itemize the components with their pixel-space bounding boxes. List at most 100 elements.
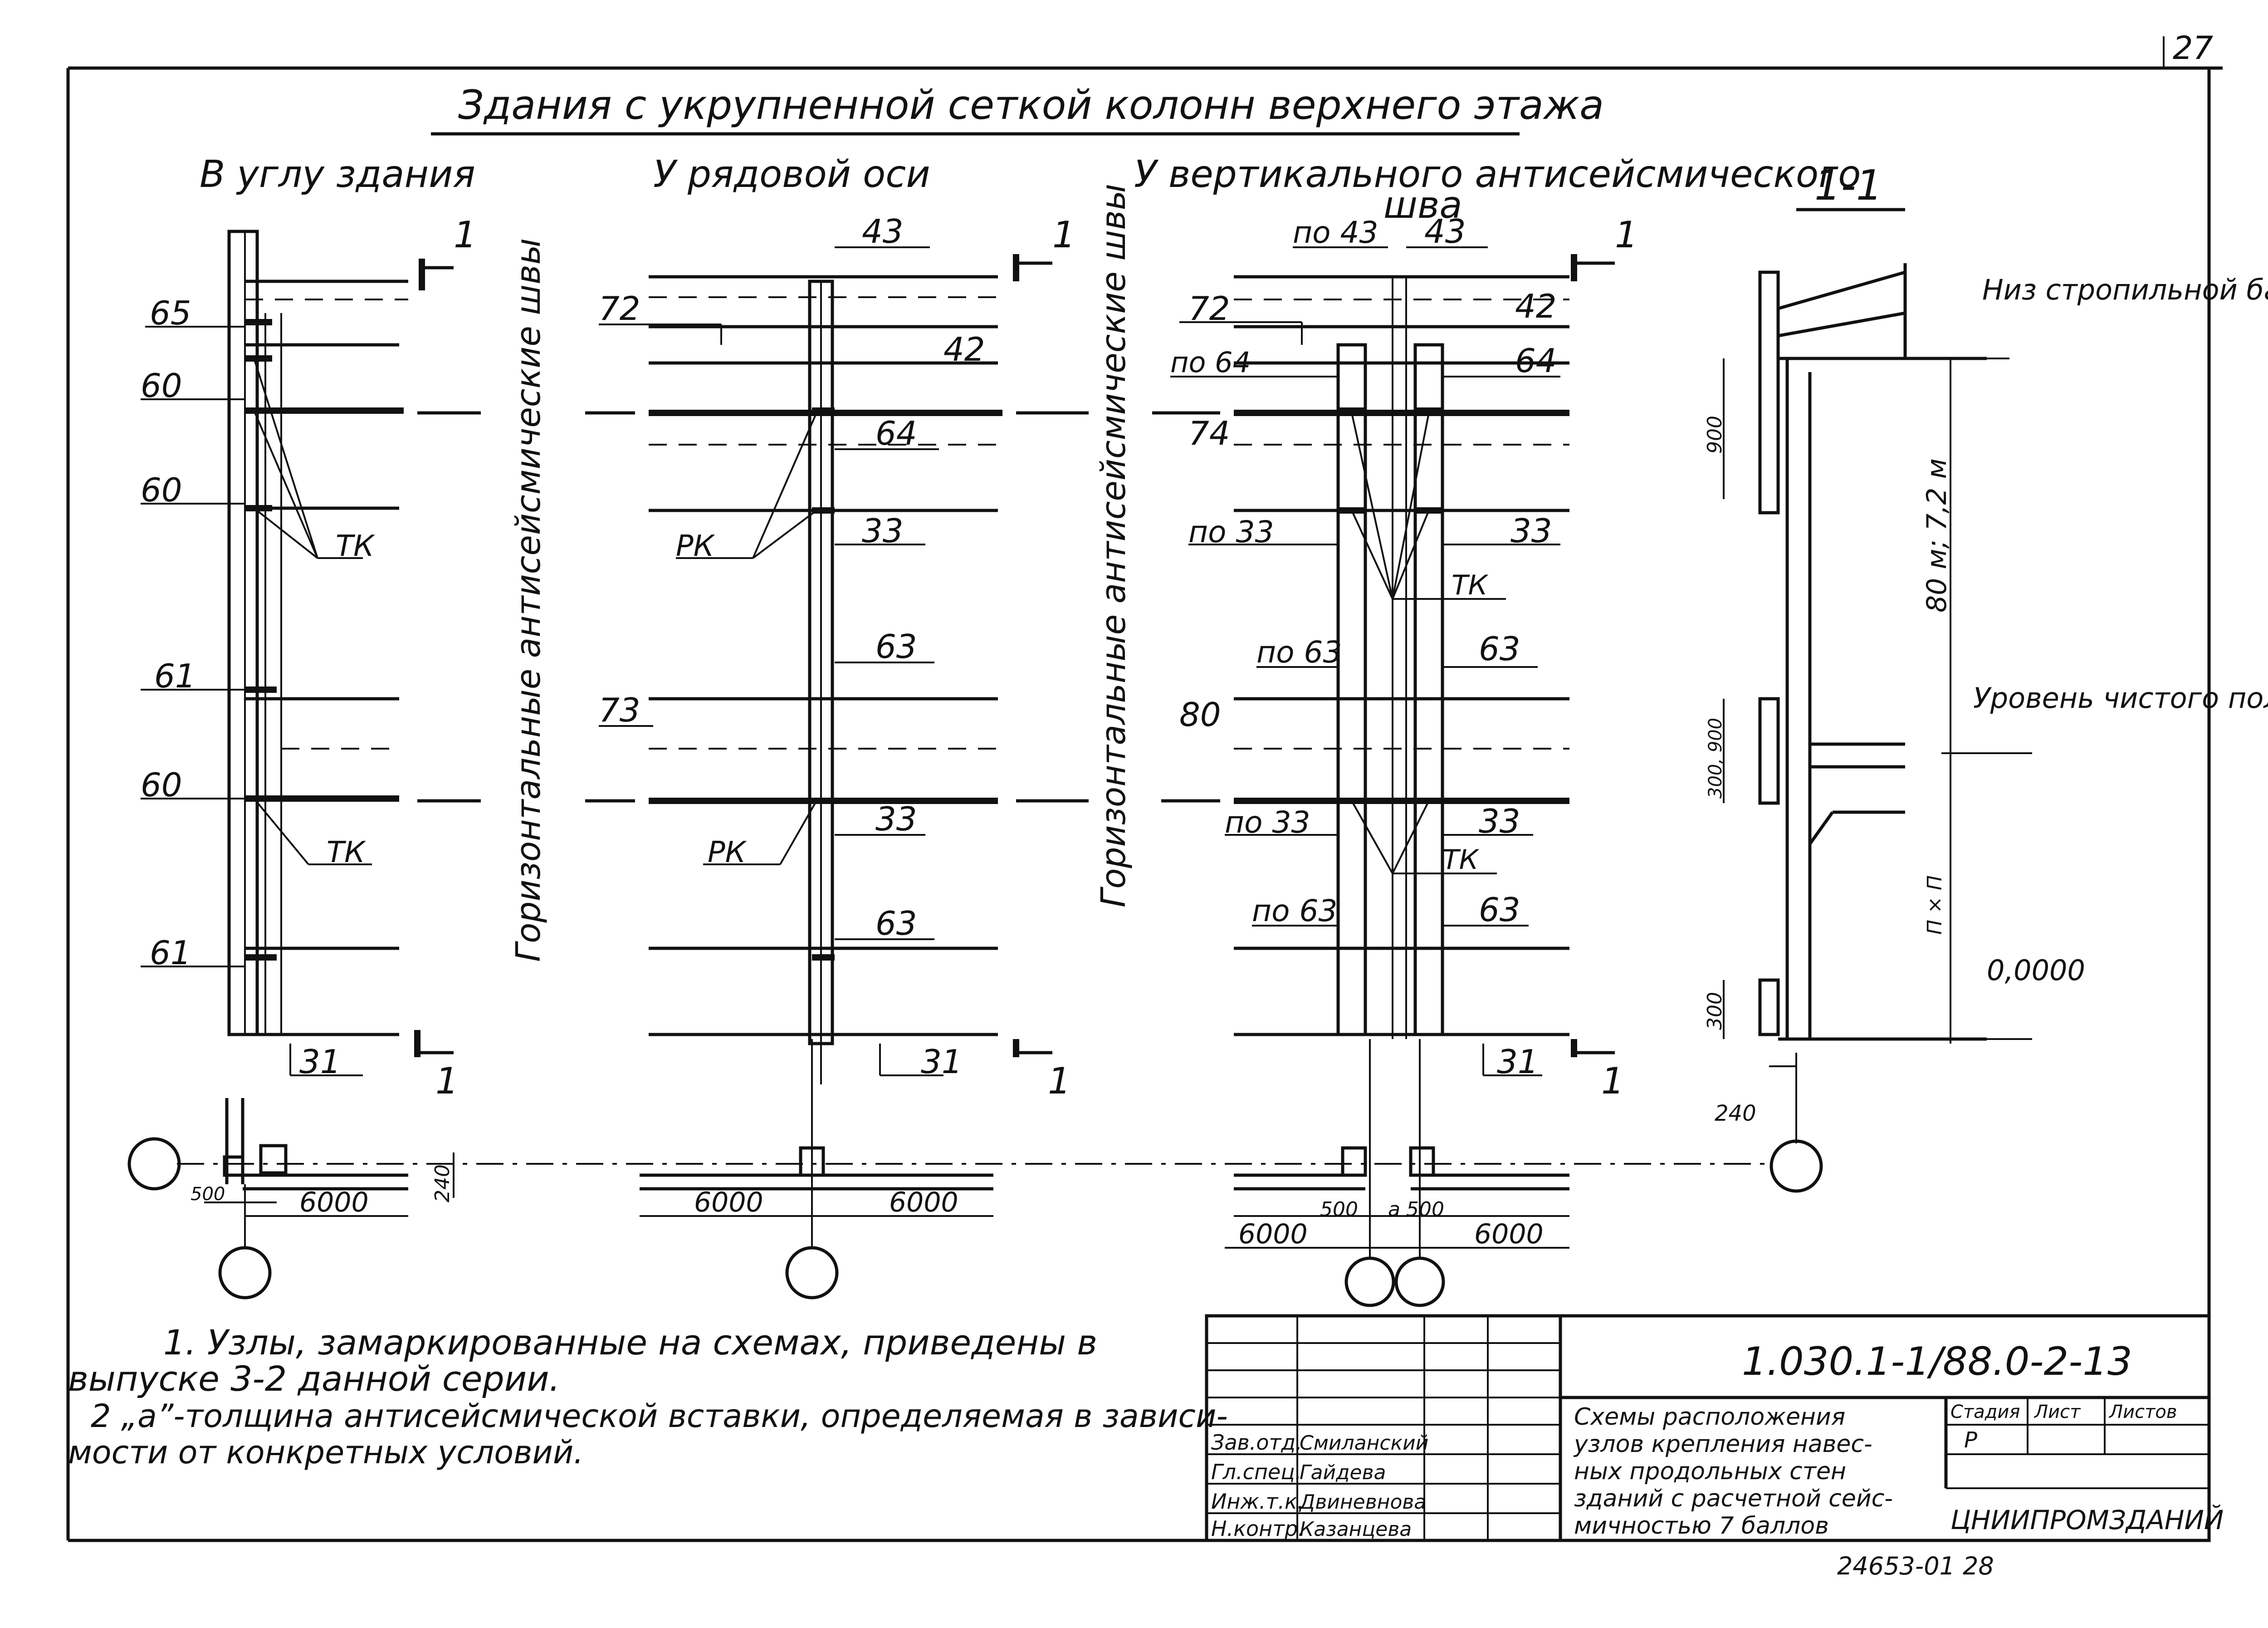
tb-description-2: узлов крепления навес- (1573, 1431, 1872, 1458)
axis-bubble-row (785, 1246, 839, 1299)
joint-label-31: 31 (1497, 1043, 1539, 1081)
section-label-height: 80 м; 7,2 м (1921, 458, 1953, 613)
elevation-corner (141, 230, 481, 1076)
joint-label-63b: 63 (1479, 891, 1520, 929)
section-label-floor: Уровень чистого пола (1973, 682, 2268, 715)
tb-stage-header: Стадия (1950, 1402, 2020, 1422)
tb-sheet-header: Лист (2033, 1402, 2081, 1422)
view-heading-seismic-joint-1: У вертикального антисейсмического (1134, 153, 1861, 196)
axis-bubble-joint-right (1394, 1256, 1445, 1307)
tb-name-3: Двиневнова (1299, 1491, 1426, 1514)
axis-bubble-joint-left (1344, 1256, 1395, 1307)
corner-label-60a: 60 (141, 367, 182, 405)
plan-dim-joint-6000-right: 6000 (1474, 1218, 1544, 1250)
joint-label-74: 74 (1188, 414, 1230, 452)
joint-label-43: 43 (1424, 212, 1466, 250)
row-label-pk-1: РК (676, 530, 715, 563)
plan-dim-corner-240: 240 (431, 1164, 454, 1202)
plan-dim-joint-6000-left: 6000 (1238, 1218, 1308, 1250)
row-label-64: 64 (875, 414, 917, 452)
view-heading-seismic-joint-2: шва (1383, 184, 1462, 227)
view-heading-corner: В углу здания (200, 153, 475, 196)
plan-dim-joint-a: a (1388, 1198, 1400, 1221)
view-heading-section: 1-1 (1814, 161, 1882, 210)
row-label-33b: 33 (875, 800, 917, 838)
corner-section-mark-bottom: 1 (435, 1060, 459, 1102)
joint-label-po43: по 43 (1293, 215, 1378, 250)
tb-sheets-header: Листов (2108, 1402, 2177, 1422)
joint-label-po63b: по 63 (1252, 893, 1338, 928)
page-number: 27 (2173, 29, 2213, 67)
row-label-72: 72 (599, 289, 640, 328)
row-label-42: 42 (943, 330, 985, 368)
elevation-row-axis (585, 246, 1089, 1084)
joint-label-tk-1: ТК (1452, 569, 1489, 601)
joint-label-42: 42 (1515, 287, 1557, 325)
plan-dim-corner-6000: 6000 (299, 1187, 369, 1218)
corner-section-mark-top: 1 (454, 214, 477, 256)
row-label-31: 31 (921, 1043, 963, 1081)
joint-label-po64: по 64 (1170, 346, 1251, 379)
joint-label-po63a: по 63 (1256, 635, 1342, 670)
axis-bubble-section (1769, 1139, 1823, 1193)
joint-section-mark-top: 1 (1615, 214, 1638, 256)
corner-label-61a: 61 (154, 657, 196, 695)
joint-label-33b: 33 (1479, 802, 1520, 840)
section-label-zero: 0,0000 (1987, 954, 2085, 987)
corner-label-31: 31 (299, 1043, 341, 1081)
tb-role-2: Гл.спец. (1211, 1460, 1301, 1484)
tb-description-4: зданий с расчетной сейс- (1574, 1485, 1893, 1512)
elevation-seismic-joint (1152, 246, 1615, 1076)
axis-bubble-corner-bottom (218, 1246, 272, 1299)
joint-label-33a: 33 (1510, 512, 1552, 550)
tb-name-1: Смиланский (1300, 1432, 1428, 1455)
tb-organization: ЦНИИПРОМЗДАНИЙ (1950, 1504, 2224, 1535)
note-2-line-2: мости от конкретных условий. (68, 1434, 584, 1471)
row-label-33a: 33 (862, 512, 904, 550)
tb-role-1: Зав.отд. (1211, 1430, 1302, 1455)
section-1-1 (1723, 263, 2032, 1143)
tb-role-3: Инж.т.к. (1211, 1489, 1304, 1514)
row-label-73: 73 (599, 691, 640, 729)
vertical-note-left: Горизонтальные антисейсмические швы (509, 238, 548, 962)
corner-label-61b: 61 (150, 934, 191, 972)
tb-name-2: Гайдева (1300, 1461, 1386, 1484)
section-dim-300-900: 300, 900 (1705, 718, 1726, 799)
plan-dim-corner-500: 500 (191, 1184, 225, 1205)
note-2-line-1: 2 „а”-толщина антисейсмической вставки, … (91, 1398, 1228, 1435)
note-1-line-2: выпуске 3-2 данной серии. (68, 1358, 560, 1399)
tb-stage-value: Р (1964, 1427, 1977, 1453)
plans (127, 1039, 1823, 1307)
note-1-line-1: 1. Узлы, замаркированные на схемах, прив… (163, 1322, 1097, 1363)
plan-dim-row-6000-left: 6000 (694, 1187, 763, 1218)
row-label-63b: 63 (875, 904, 917, 942)
vertical-note-right: Горизонтальные антисейсмические швы (1094, 184, 1133, 907)
corner-label-65: 65 (150, 294, 191, 332)
row-section-mark-top: 1 (1052, 214, 1075, 256)
plan-dim-joint-500-left: 500 (1320, 1198, 1358, 1221)
section-dim-240: 240 (1715, 1101, 1756, 1126)
tb-role-4: Н.контр. (1211, 1516, 1305, 1541)
row-section-mark-bottom: 1 (1048, 1060, 1071, 1102)
plan-dim-joint-500-right: 500 (1406, 1198, 1444, 1221)
corner-label-60b: 60 (141, 471, 182, 509)
row-label-63a: 63 (875, 628, 917, 666)
joint-label-po33b: по 33 (1225, 805, 1310, 840)
joint-label-80: 80 (1179, 696, 1221, 734)
axis-bubble-corner-left (127, 1137, 181, 1191)
section-dim-300: 300 (1703, 992, 1726, 1030)
view-heading-row-axis: У рядовой оси (653, 153, 930, 196)
stamp-code: 24653-01 28 (1837, 1552, 1994, 1580)
joint-label-64: 64 (1515, 342, 1557, 380)
doc-code: 1.030.1-1/88.0-2-13 (1742, 1339, 2132, 1384)
row-label-43: 43 (862, 212, 904, 250)
tb-description-5: мичностью 7 баллов (1574, 1512, 1829, 1540)
title-block (1205, 1314, 2211, 1542)
corner-label-60c: 60 (141, 766, 182, 804)
joint-label-po33a: по 33 (1188, 515, 1274, 549)
section-label-lower: П × П (1923, 875, 1946, 935)
joint-label-tk-2: ТК (1442, 844, 1480, 876)
joint-label-72: 72 (1188, 289, 1230, 328)
corner-label-tk-2: ТК (327, 836, 366, 869)
